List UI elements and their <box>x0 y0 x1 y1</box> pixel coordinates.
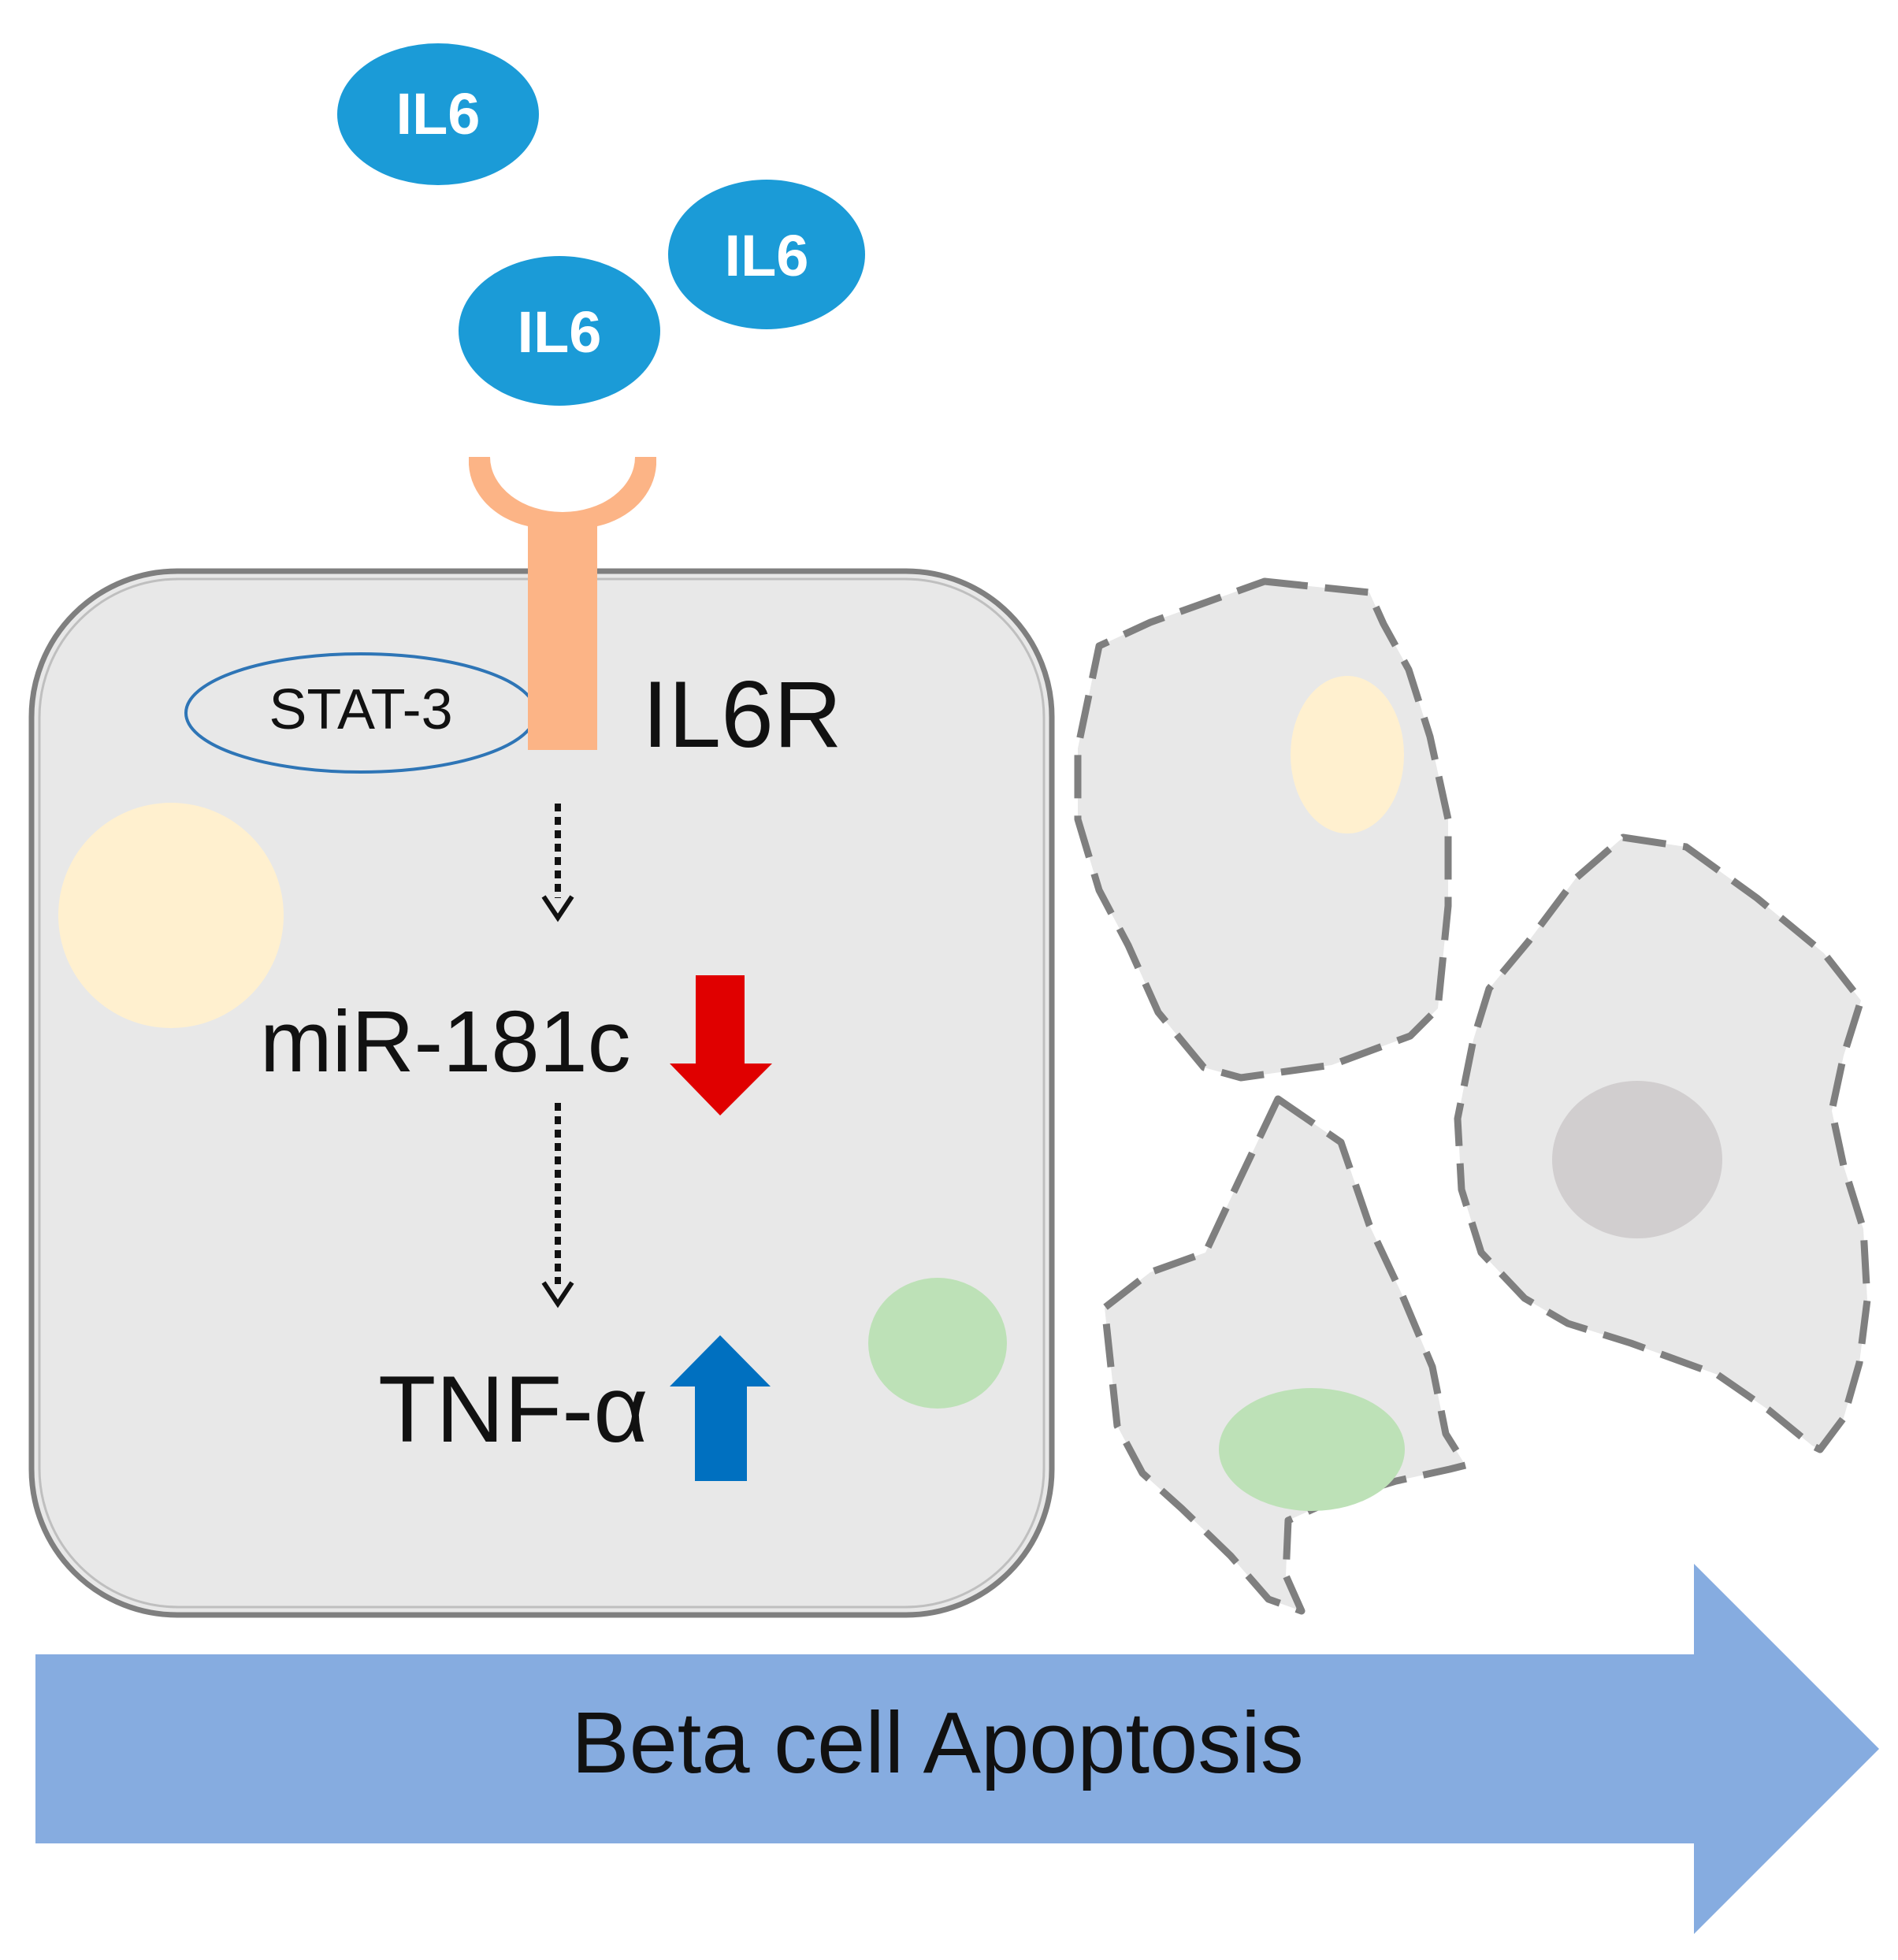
yellow-nucleus <box>58 803 284 1028</box>
up-arrow-icon <box>670 1335 771 1481</box>
il6-ligand-top: IL6 <box>337 43 539 185</box>
healthy-beta-cell: STAT-3 IL6R miR-181c TNF-α <box>28 568 1055 1618</box>
green-vesicle <box>868 1278 1007 1409</box>
il6-receptor <box>469 457 656 750</box>
apoptotic-cell-right <box>1454 833 1871 1453</box>
tnf-label: TNF-α <box>378 1357 648 1462</box>
dotted-arrow-1 <box>541 804 574 922</box>
il6-label-center: IL6 <box>518 299 602 365</box>
yellow-nucleus-small <box>1291 676 1404 833</box>
il6-label-right: IL6 <box>725 223 809 288</box>
apoptotic-cell-middle <box>1101 1095 1469 1615</box>
dotted-arrow-2 <box>541 1103 574 1309</box>
il6r-label: IL6R <box>642 662 841 767</box>
il6-ligand-center: IL6 <box>459 256 660 406</box>
apoptotic-cell-top <box>1074 577 1452 1082</box>
gray-nucleus <box>1552 1081 1722 1238</box>
down-arrow-icon <box>670 975 772 1115</box>
mirna-label: miR-181c <box>260 993 631 1090</box>
apoptosis-label: Beta cell Apoptosis <box>571 1695 1303 1791</box>
stat3-label: STAT-3 <box>269 678 452 741</box>
green-vesicle-small <box>1219 1388 1405 1511</box>
il6-label-top: IL6 <box>396 81 481 147</box>
apoptosis-arrow: Beta cell Apoptosis <box>35 1564 1879 1934</box>
il6-ligand-right: IL6 <box>668 180 865 329</box>
